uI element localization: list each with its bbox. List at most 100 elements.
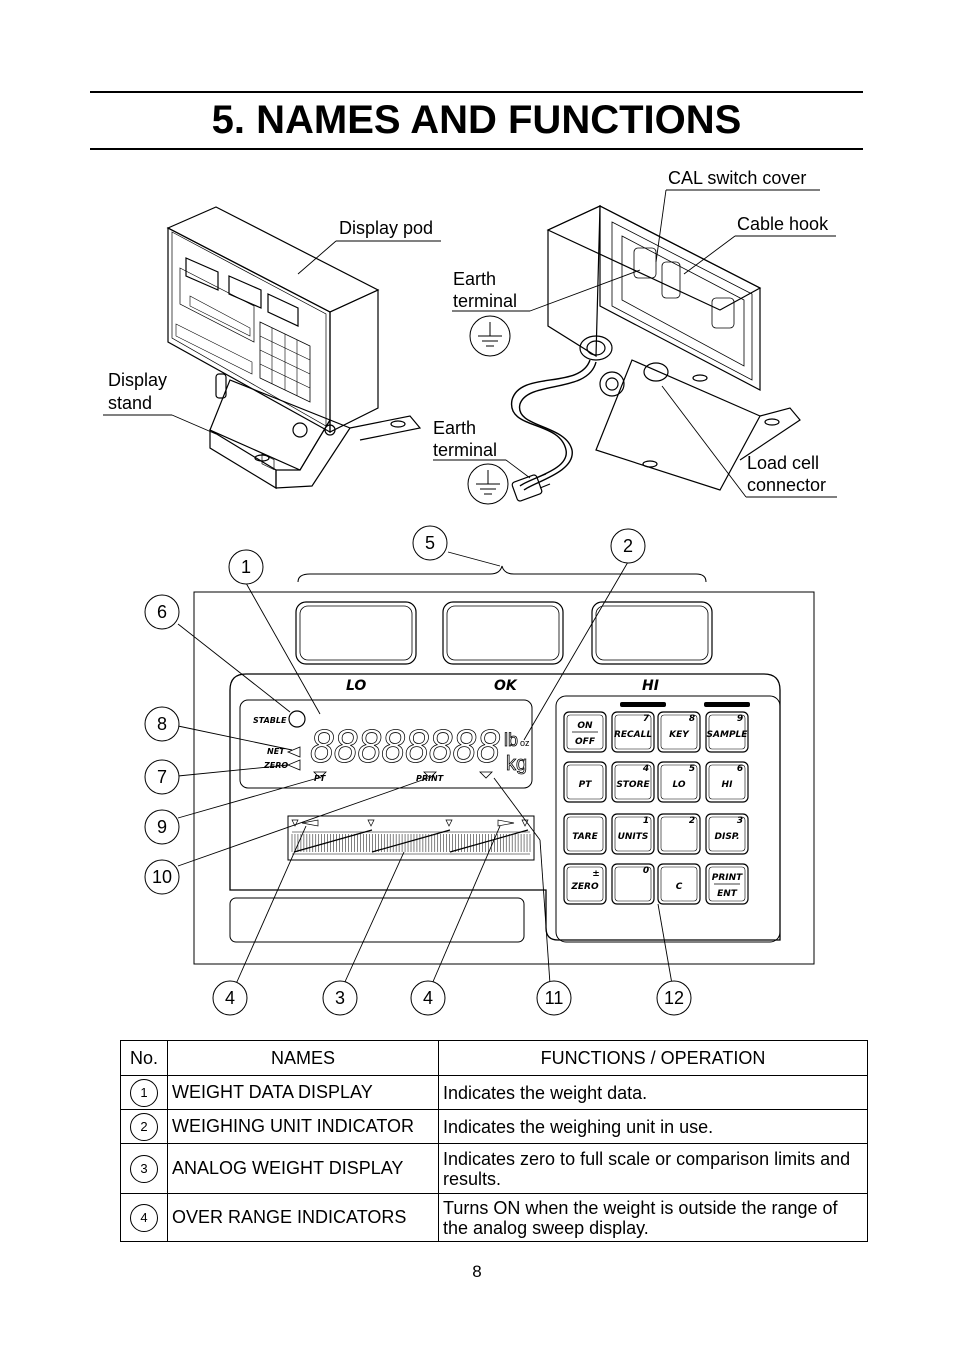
callout-circle: [228, 549, 264, 585]
disp-key[interactable]: DISP. 3: [705, 813, 749, 855]
key-frame: [563, 813, 607, 855]
key-label: LO: [672, 780, 685, 790]
lo-key[interactable]: LO 5: [657, 761, 701, 803]
key-number: 8: [689, 714, 695, 724]
key-label-secondary: ENT: [717, 889, 738, 899]
key-number: 3: [737, 816, 743, 826]
callout-circle: [144, 809, 180, 845]
key-face: [566, 764, 604, 800]
key-frame: [657, 761, 701, 803]
callout-number: 1: [241, 557, 251, 577]
key-label: HI: [722, 780, 734, 790]
key-label: UNITS: [618, 832, 649, 842]
row-number: 4: [120, 1193, 168, 1242]
label-display-stand: Display: [108, 370, 167, 390]
callout-number: 3: [335, 988, 345, 1008]
header-functions: FUNCTIONS / OPERATION: [438, 1040, 868, 1076]
key-symbol: ±: [592, 869, 600, 879]
callout-number: 12: [664, 988, 684, 1008]
label-load-cell-connector: Load cell: [747, 453, 819, 473]
leader-lines: [103, 189, 837, 498]
callout-circle: [144, 706, 180, 742]
title-bottom-rule: [90, 148, 863, 150]
key-frame: [611, 863, 655, 905]
label-earth-terminal-2-line2: terminal: [433, 440, 497, 460]
label-earth-terminal-line2: terminal: [453, 291, 517, 311]
page-number: 8: [472, 1262, 482, 1281]
callout-number: 6: [157, 602, 167, 622]
net-indicator: NET: [267, 747, 285, 756]
units-key[interactable]: UNITS 1: [611, 813, 655, 855]
table-row: 3 ANALOG WEIGHT DISPLAY Indicates zero t…: [120, 1143, 868, 1194]
key-frame: [611, 761, 655, 803]
callout-number: 8: [157, 714, 167, 734]
key-face: [614, 816, 652, 852]
key-label: PT: [579, 780, 593, 790]
key-frame: [705, 813, 749, 855]
key-label: ON: [577, 721, 593, 731]
label-display-pod: Display pod: [339, 218, 433, 238]
key-label: KEY: [669, 730, 690, 740]
key-0[interactable]: 0: [611, 863, 655, 905]
key-key[interactable]: KEY 8: [657, 711, 701, 753]
row-number: 3: [120, 1143, 168, 1194]
row-function: Indicates the weight data.: [438, 1075, 868, 1110]
key-2[interactable]: 2: [657, 813, 701, 855]
row-number: 1: [120, 1075, 168, 1110]
callout-leaders: [177, 551, 673, 985]
callout-circle: [410, 980, 446, 1016]
lamp-ok-label: OK: [494, 678, 518, 694]
zero-key[interactable]: ZERO±: [563, 863, 607, 905]
key-number: 1: [643, 816, 649, 826]
analog-ticks: [291, 834, 531, 852]
callout-circle: [412, 525, 448, 561]
key-frame: [657, 711, 701, 753]
pt-key[interactable]: PT: [563, 761, 607, 803]
key-number: 2: [689, 816, 695, 826]
table-row: 1 WEIGHT DATA DISPLAY Indicates the weig…: [120, 1075, 868, 1110]
functions-table: No. NAMES FUNCTIONS / OPERATION 1 WEIGHT…: [120, 1040, 868, 1242]
key-face: [660, 866, 698, 902]
rear-view-drawing: [511, 205, 801, 502]
key-number: 9: [737, 714, 743, 724]
table-row: 4 OVER RANGE INDICATORS Turns ON when th…: [120, 1193, 868, 1242]
illustration: Display pod Display stand Earth terminal…: [103, 168, 837, 1016]
row-number-badge: 4: [130, 1203, 158, 1232]
key-face: [660, 764, 698, 800]
key-face: [660, 816, 698, 852]
on-off-key[interactable]: ON OFF: [563, 711, 607, 753]
key-number: 7: [643, 714, 650, 724]
row-name: WEIGHT DATA DISPLAY: [167, 1075, 439, 1110]
hi-key[interactable]: HI6: [705, 761, 749, 803]
key-number: 6: [737, 764, 743, 774]
label-earth-terminal-2: Earth: [433, 418, 476, 438]
callout-number: 5: [425, 533, 435, 553]
key-face: [708, 816, 746, 852]
callout-circle: [610, 528, 646, 564]
print-indicator: PRINT: [416, 774, 444, 783]
c-key[interactable]: C: [657, 863, 701, 905]
earth-symbol-icon: [469, 315, 511, 357]
key-face: [566, 866, 604, 902]
front-panel: LO OK HI STABLE NET ZERO PT PRINT 888888…: [193, 565, 815, 965]
unit-kg: kg: [506, 753, 527, 775]
key-face: [614, 714, 652, 750]
callout-circle: [144, 859, 180, 895]
label-earth-terminal: Earth: [453, 269, 496, 289]
key-label-secondary: OFF: [575, 737, 596, 747]
label-load-cell-connector-line2: connector: [747, 475, 826, 495]
callout-number: 10: [152, 867, 172, 887]
key-number: 5: [689, 764, 695, 774]
callout-circle: [656, 980, 692, 1016]
key-frame: [611, 711, 655, 753]
key-frame: [657, 863, 701, 905]
tare-key[interactable]: TARE: [563, 813, 607, 855]
key-label: DISP.: [715, 832, 740, 842]
key-face: [708, 714, 746, 750]
callout-number: 9: [157, 817, 167, 837]
callout-number: 2: [623, 536, 633, 556]
